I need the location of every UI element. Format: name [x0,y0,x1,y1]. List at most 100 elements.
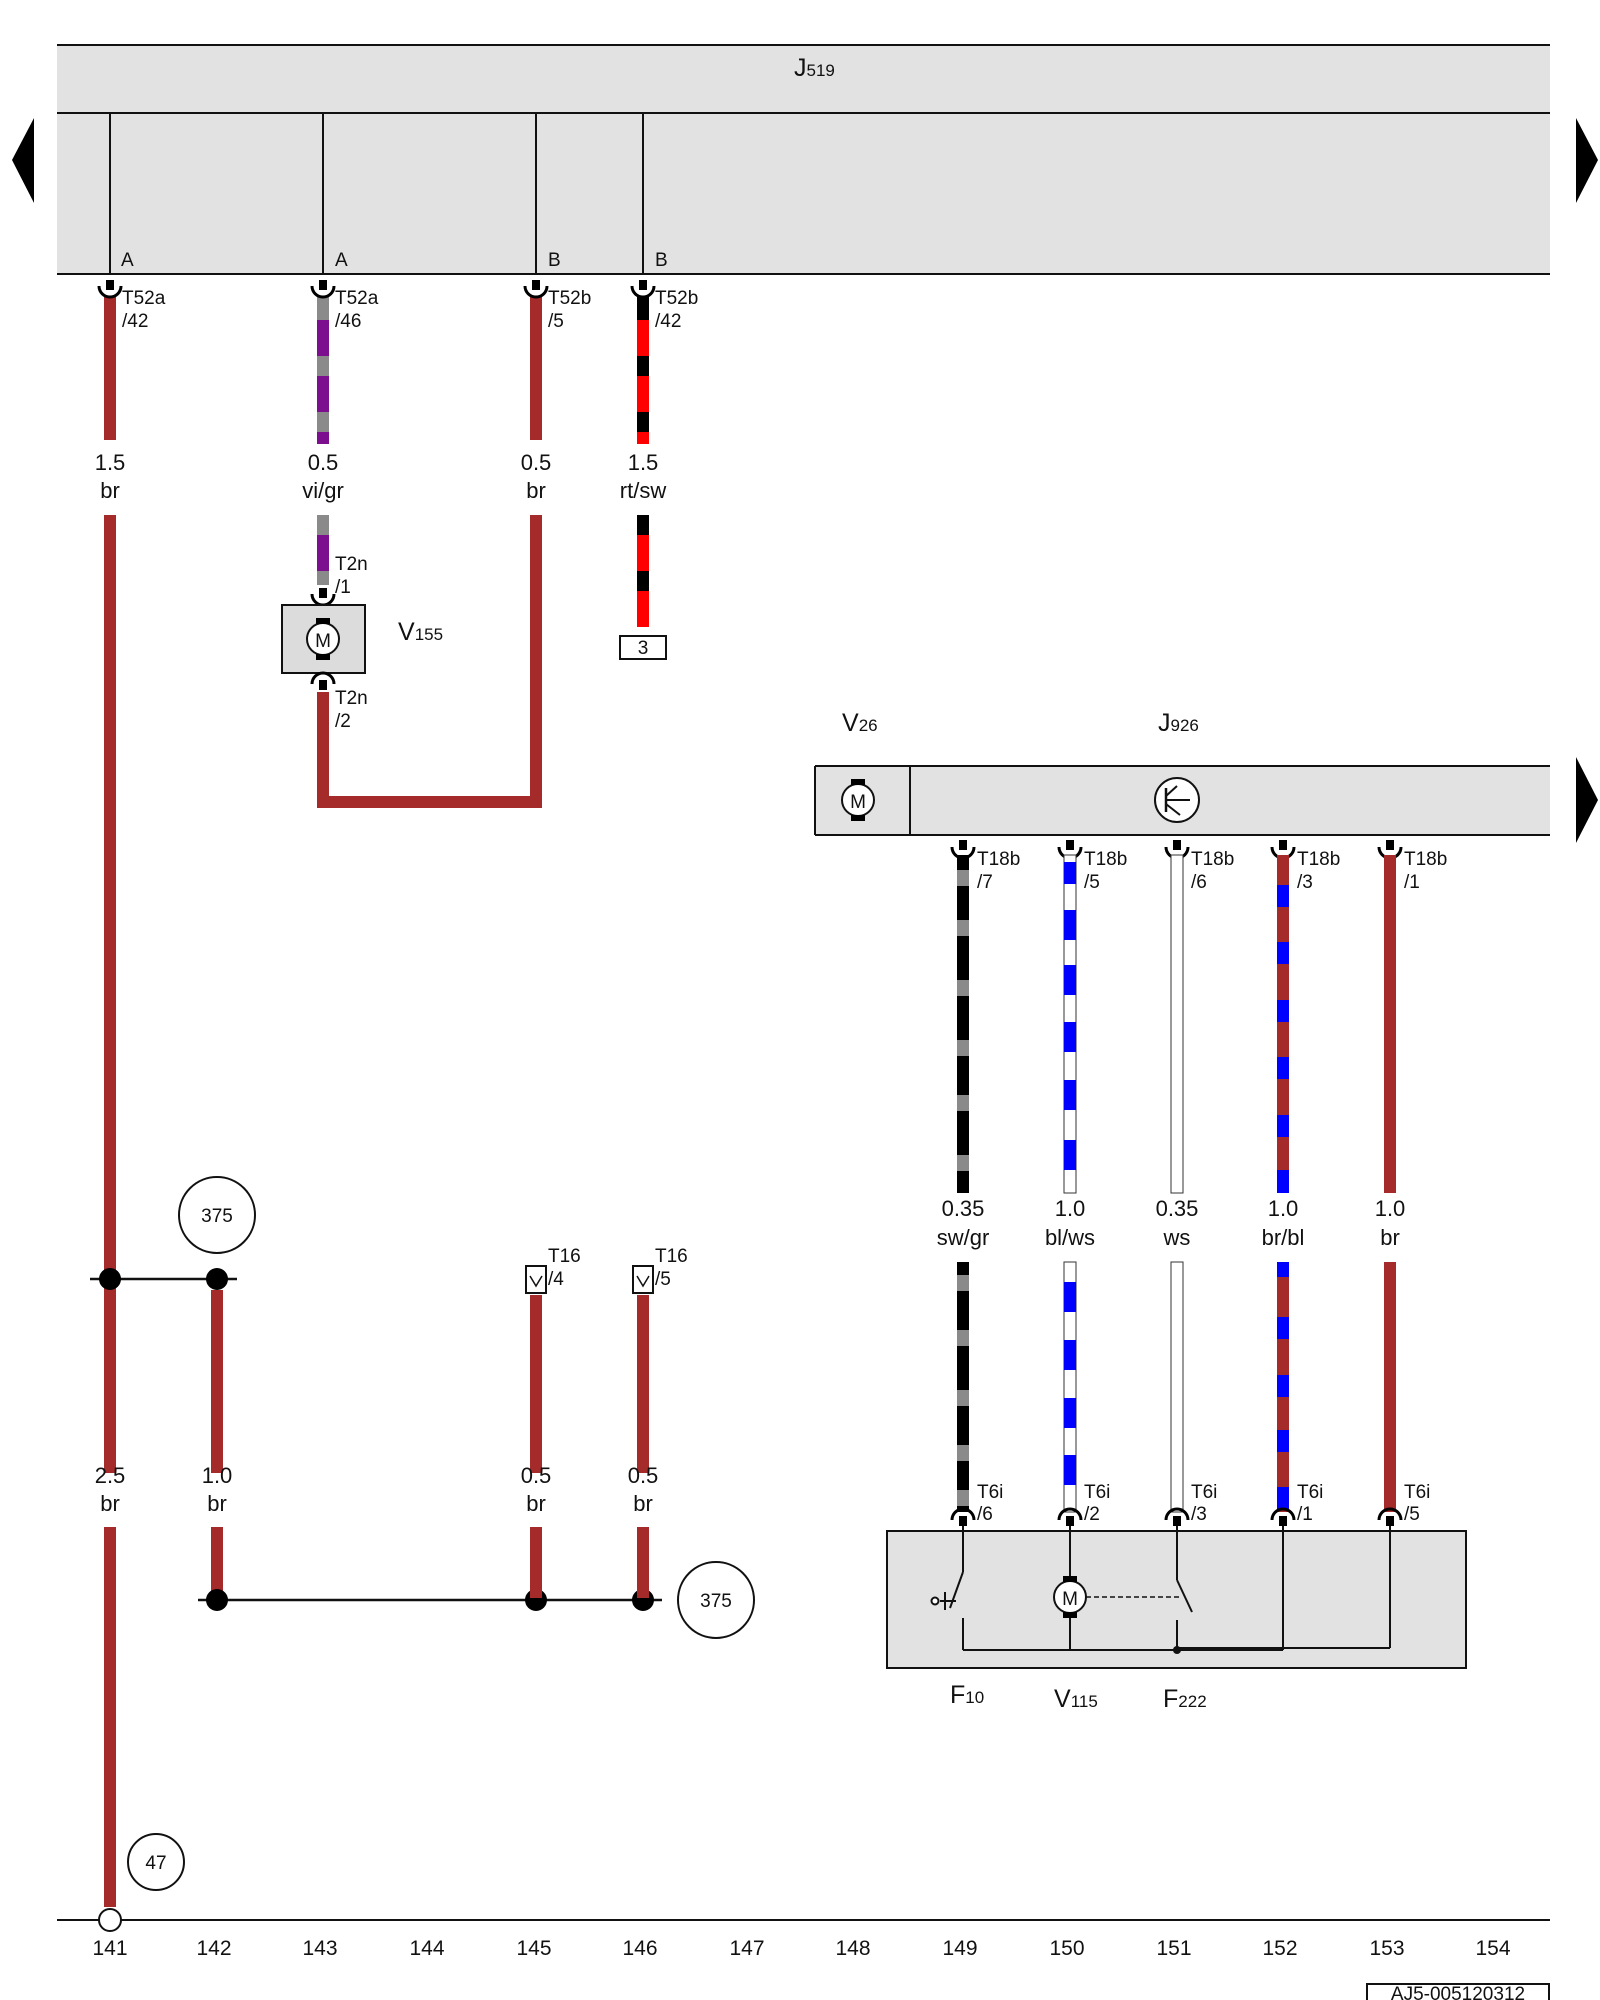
wire-ws [1170,854,1184,1513]
connector-pin: /6 [1191,872,1207,893]
wiper-motor-module: M [886,1507,1467,1669]
connector-id: T18b [1404,849,1447,870]
wire-size: 0.35 [1156,1196,1199,1221]
bus-label: B [548,250,561,271]
connector-id: T6i [1404,1482,1430,1503]
connector-id: T6i [1297,1482,1323,1503]
grid-number: 146 [622,1937,657,1960]
wire-color: br [526,1491,546,1516]
grid-number: 145 [516,1937,551,1960]
bus-label: A [335,250,348,271]
continuation-arrow-right [1576,118,1598,203]
wire-br [530,1295,542,1473]
connector-pin: /46 [335,311,361,332]
ref-number: 375 [201,1206,233,1227]
wire-br-bl [1277,855,1289,1512]
connector-symbols-j519 [97,280,656,299]
wire-size: 1.5 [628,450,659,475]
ref-number: 375 [700,1591,732,1612]
connector-pin: /5 [1084,872,1100,893]
wire-size: 0.5 [308,450,339,475]
wire-size: 1.0 [202,1463,233,1488]
j926-control-unit: M [814,765,1550,836]
connector-pin: /2 [1084,1504,1100,1525]
bus-label: B [655,250,668,271]
connector-pin: /42 [122,311,148,332]
wire-size: 0.5 [628,1463,659,1488]
connector-pin: /5 [548,311,564,332]
ground-network [90,1265,662,1611]
wire-size: 0.35 [942,1196,985,1221]
wire-br [1384,855,1396,1512]
wire-br [104,1527,116,1907]
wire-vi-gr [317,296,329,585]
v155-label: V155 [398,618,443,646]
wire-size: 2.5 [95,1463,126,1488]
transistor-icon [1154,777,1200,823]
connector-id: T18b [1191,849,1234,870]
connector-pin: /1 [335,577,351,598]
connector-id: T6i [1084,1482,1110,1503]
grid-number: 154 [1475,1937,1510,1960]
connector-pin: /6 [977,1504,993,1525]
grid-number: 149 [942,1937,977,1960]
wire-size: 1.0 [1055,1196,1086,1221]
wire-color: br [207,1491,227,1516]
connector-pin: /3 [1297,872,1313,893]
connector-pin: /1 [1297,1504,1313,1525]
connector-pin: /7 [977,872,993,893]
grid-number: 151 [1156,1937,1191,1960]
wire-br [530,296,542,440]
connector-id: T52a [335,288,379,309]
wire-color: br [633,1491,653,1516]
connector-id: T52a [122,288,166,309]
connector-pin: /2 [335,711,351,732]
v115-label: V115 [1054,1685,1098,1713]
grid-number: 150 [1049,1937,1084,1960]
ref-circle: 47 [127,1833,185,1891]
v26-label: V26 [842,709,878,737]
wire-color: vi/gr [302,478,344,503]
wire-br [530,515,542,808]
wire-sw-gr [957,855,969,1512]
j926-label: J926 [1158,709,1199,737]
grid-numbers: 141 142 143 144 145 146 147 148 149 150 … [92,1937,1510,1960]
wire-color: sw/gr [937,1225,990,1250]
f222-label: F222 [1163,1685,1207,1713]
connector-id: T16 [548,1246,581,1267]
j519-label: J519 [794,54,835,82]
wire-size: 0.5 [521,450,552,475]
connector-id: T18b [1084,849,1127,870]
wire-br [530,1527,542,1598]
wire-br [211,1527,223,1598]
connector-pin: /4 [548,1269,564,1290]
wire-br [104,515,116,1473]
wire-br [104,296,116,440]
doc-id: AJ5-005120312 [1391,1984,1525,2000]
grid-number: 148 [835,1937,870,1960]
ref-circle: 375 [178,1176,256,1254]
grid-number: 142 [196,1937,231,1960]
terminal-box [619,635,667,660]
connector-pin: /3 [1191,1504,1207,1525]
doc-id-box [1366,1983,1550,2000]
grid-number: 147 [729,1937,764,1960]
connector-id: T52b [655,288,698,309]
connector-id: T16 [655,1246,688,1267]
wire-size: 0.5 [521,1463,552,1488]
wire-bl-ws [1063,854,1077,1513]
wire-br [637,1295,649,1473]
continuation-arrow-right [1576,757,1598,843]
connector-pin: /42 [655,311,681,332]
grid-number: 153 [1369,1937,1404,1960]
wire-br [637,1527,649,1598]
wire-br [317,692,329,802]
connector-pin: /5 [1404,1504,1420,1525]
wire-size: 1.0 [1375,1196,1406,1221]
grid-number: 152 [1262,1937,1297,1960]
connector-pin: /1 [1404,872,1420,893]
connector-id: T52b [548,288,591,309]
connector-id: T6i [1191,1482,1217,1503]
motor-symbol: M [850,792,866,813]
